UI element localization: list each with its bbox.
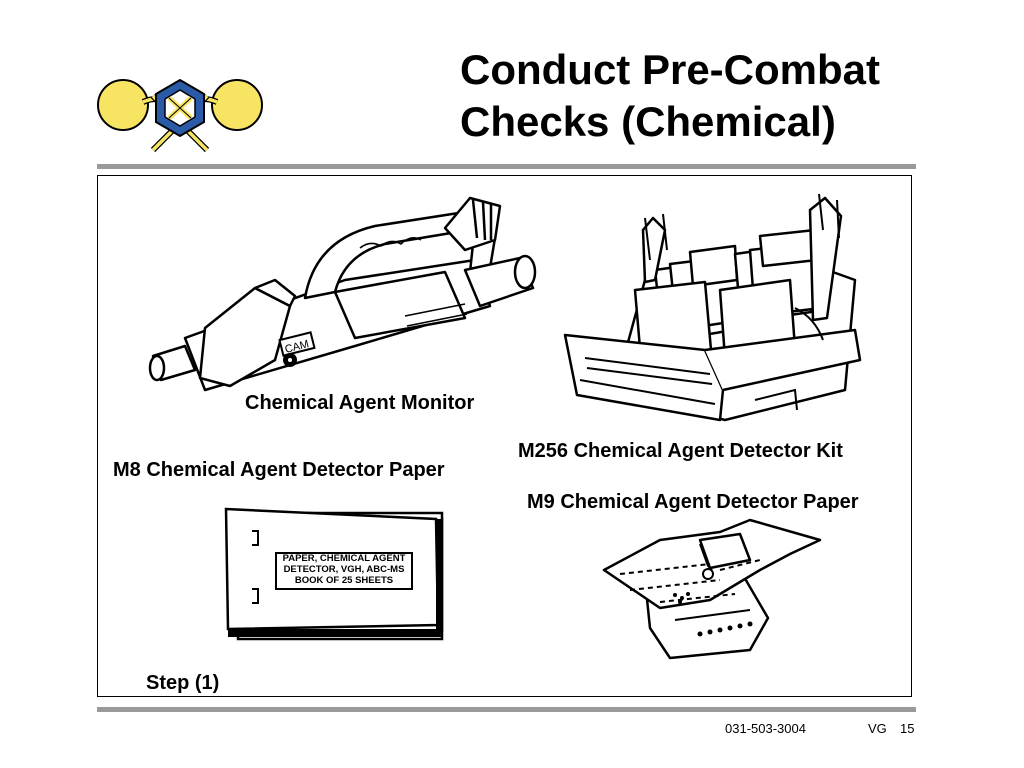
m8-book-line-1: PAPER, CHEMICAL AGENT [282,553,406,564]
chemical-agent-monitor-illustration: CAM [148,196,537,392]
footer-section: VG [868,721,887,736]
top-divider [97,164,916,169]
title-line-1: Conduct Pre-Combat [460,46,880,93]
m8-detector-paper-book-illustration [224,507,444,641]
m9-caption: M9 Chemical Agent Detector Paper [527,491,859,513]
m8-book-cover-label: PAPER, CHEMICAL AGENT DETECTOR, VGH, ABC… [276,553,412,586]
cam-caption: Chemical Agent Monitor [245,392,475,414]
cam-device-label: CAM [284,338,311,356]
content-frame [97,175,912,697]
step-label: Step (1) [146,672,220,694]
title-line-2: Checks (Chemical) [460,98,836,145]
bottom-divider [97,707,916,712]
footer-doc-number: 031-503-3004 [725,721,806,736]
m256-detector-kit-illustration [563,193,862,422]
m9-detector-paper-illustration [602,518,822,660]
m8-book-line-2: DETECTOR, VGH, ABC-MS [283,564,405,575]
m256-caption: M256 Chemical Agent Detector Kit [518,440,843,462]
m8-book-line-3: BOOK OF 25 SHEETS [294,575,394,586]
slide-title: Conduct Pre-Combat Checks (Chemical) [460,44,980,148]
chemical-corps-emblem [97,78,263,153]
footer-page-number: 15 [900,721,915,736]
m8-caption: M8 Chemical Agent Detector Paper [113,459,445,481]
